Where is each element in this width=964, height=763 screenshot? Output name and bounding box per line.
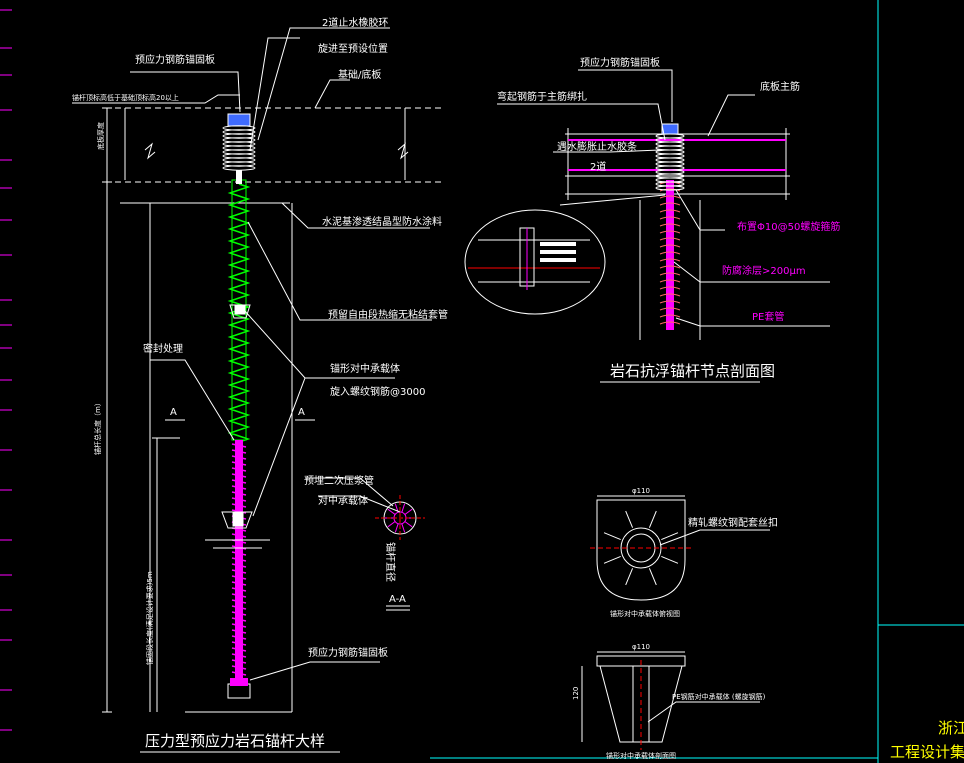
plan-label-screw: 精轧螺纹钢配套丝扣 (688, 516, 778, 529)
section-diameter: φ110 (632, 643, 650, 651)
leader-centralizer-aa (318, 495, 401, 513)
section-caption: 锚形对中承载体剖面图 (606, 751, 676, 760)
node-detail[interactable]: 预应力钢筋锚固板 弯起钢筋于主筋绑扎 底板主筋 遇水膨胀止水胶条 2道 布置Φ1… (464, 56, 840, 383)
node-label-coating: 防腐涂层>200μm (722, 264, 806, 277)
plan-caption: 锚形对中承载体俯视图 (610, 609, 680, 618)
label-grout-pipe: 预埋二次压浆管 (304, 474, 374, 487)
label-waterproof-coating: 水泥基渗透结晶型防水涂料 (322, 215, 442, 228)
node-label-plate: 预应力钢筋锚固板 (580, 56, 660, 69)
free-section-spiral (227, 183, 251, 443)
node-anchor-plate (661, 123, 679, 135)
section-pe-label: PE钢筋对中承载体 (螺旋钢筋) (672, 692, 766, 701)
plan-leader (659, 529, 770, 546)
main-anchor-detail[interactable]: 底板厚度 锚杆总长度（m） 锚固段长度(满足设计要求)5m (72, 16, 448, 753)
node-label-water-stop-2: 2道 (590, 160, 606, 173)
node-label-stirrup: 布置Φ10@50螺旋箍筋 (737, 220, 840, 233)
node-zoom-content (468, 227, 600, 290)
lower-centralizer (205, 511, 270, 549)
title-block-company-1: 浙江 (938, 719, 964, 737)
slab-outline (105, 107, 445, 713)
node-slab (565, 128, 790, 340)
label-bottom-plate: 预应力钢筋锚固板 (308, 646, 388, 659)
node-label-pe-sleeve: PE套管 (752, 310, 784, 323)
label-slab-base: 基础/底板 (338, 68, 381, 81)
plan-slots (603, 510, 679, 586)
upper-centralizer (229, 304, 251, 319)
label-prestressed-plate: 预应力钢筋锚固板 (135, 53, 215, 66)
node-zoom-ellipse (464, 209, 606, 315)
anchorage-length-dimension: 锚固段长度(满足设计要求)5m (145, 571, 154, 665)
centralizer-section[interactable]: φ110 120 PE钢筋对中承载体 (螺旋钢筋) 锚形对中承载体剖面图 (572, 643, 766, 760)
slab-thickness-label: 底板厚度 (96, 122, 105, 150)
section-leader (647, 701, 760, 723)
title-block-frame (430, 0, 964, 763)
label-rotate-to-position: 旋进至预设位置 (318, 42, 388, 55)
section-mark-a-right: A (298, 407, 305, 418)
node-label-main-rebar: 底板主筋 (760, 80, 800, 93)
section-mark-a-left: A (170, 407, 177, 418)
node-label-water-stop: 遇水膨胀止水胶条 (557, 140, 637, 153)
plan-diameter: φ110 (632, 487, 650, 495)
label-seal-treatment: 密封处理 (143, 342, 183, 355)
label-top-rings: 2道止水橡胶环 (322, 16, 388, 29)
node-water-stop-coil (655, 133, 685, 191)
label-centralizer: 锚形对中承载体 (330, 362, 400, 375)
label-free-section: 预留自由段热缩无粘结套管 (328, 308, 448, 321)
section-aa-spokes (385, 503, 415, 533)
label-top-elevation: 锚杆顶标高低于基础顶标高20以上 (72, 93, 179, 102)
section-body (599, 665, 683, 743)
bonded-section-bar (231, 440, 247, 680)
label-aa-centralizer: 对中承载体 (318, 494, 368, 507)
bottom-anchor-plate (227, 678, 251, 699)
node-label-hook: 弯起钢筋于主筋绑扎 (497, 90, 587, 103)
label-screw-bar: 旋入螺纹钢筋@3000 (330, 385, 425, 398)
node-detail-title: 岩石抗浮锚杆节点剖面图 (610, 362, 775, 380)
section-aa-title: A-A (389, 594, 406, 605)
plan-outline (596, 499, 686, 601)
label-anchor-diameter: 锚杆直径 (384, 542, 397, 582)
left-ruler (0, 9, 12, 731)
section-aa-detail[interactable]: 预埋二次压浆管 对中承载体 锚杆直径 A-A (304, 474, 425, 611)
main-detail-title: 压力型预应力岩石锚杆大样 (145, 732, 325, 750)
leader-grout-pipe (305, 477, 394, 507)
title-block-company-2: 工程设计集团 (890, 743, 964, 761)
centralizer-plan[interactable]: φ110 精轧螺纹钢配套丝扣 锚形对中承载体俯视图 (590, 487, 778, 618)
total-length-dimension: 锚杆总长度（m） (93, 399, 102, 455)
node-leaders (497, 69, 830, 327)
main-leaders (72, 27, 432, 681)
plan-ring-outer (620, 527, 662, 569)
dimension-lines (102, 107, 180, 713)
section-height: 120 (572, 687, 580, 700)
top-anchor-plate (222, 113, 256, 184)
